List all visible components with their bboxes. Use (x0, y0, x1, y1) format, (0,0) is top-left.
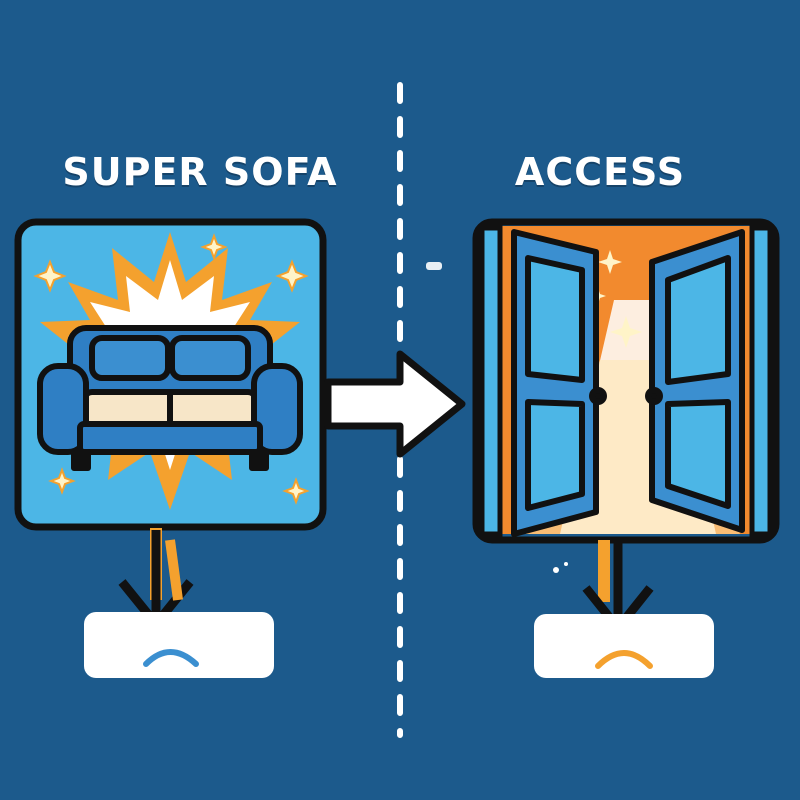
sofa-panel (14, 218, 327, 678)
left-panel-title: SUPER SOFA (62, 150, 338, 194)
down-arrow-icon (118, 528, 194, 629)
sad-result-pad (84, 612, 274, 678)
open-door-icon (511, 229, 607, 537)
sofa-icon (37, 325, 303, 471)
access-panel (472, 218, 780, 678)
frown-icon (143, 649, 199, 667)
sparkle-icon (33, 233, 310, 505)
frown-icon (595, 650, 653, 669)
right-panel-title: ACCESS (514, 150, 686, 194)
open-door-icon (645, 229, 745, 533)
right-arrow-icon (324, 262, 466, 458)
sad-result-pad (534, 614, 714, 678)
